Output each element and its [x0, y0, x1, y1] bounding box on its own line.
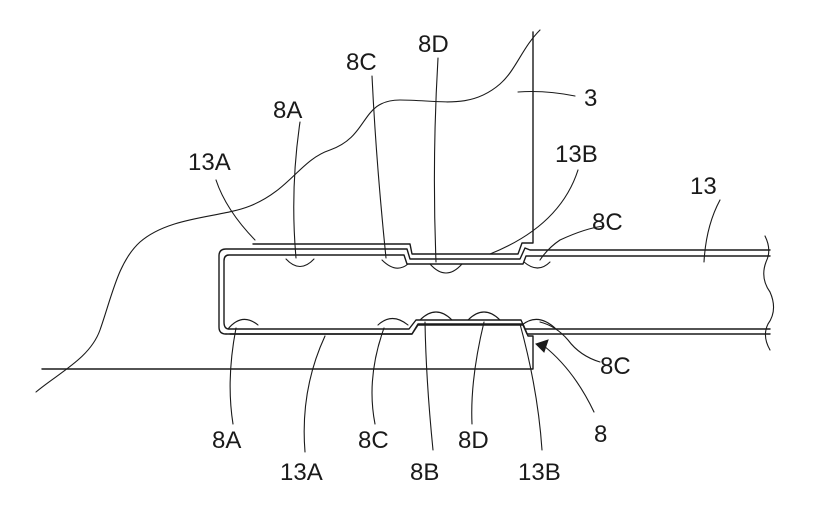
label-13b-top: 13B	[555, 141, 598, 168]
label-13b-bottom: 13B	[518, 459, 561, 486]
label-8a-bottom: 8A	[212, 427, 241, 454]
label-8: 8	[594, 421, 607, 448]
component-3-outline	[42, 32, 533, 369]
label-8d-top: 8D	[418, 31, 449, 58]
label-8c-top: 8C	[346, 49, 377, 76]
label-3: 3	[584, 85, 597, 112]
terminal-8	[219, 248, 770, 334]
label-8c-right-top: 8C	[592, 209, 623, 236]
section-break-line	[36, 30, 540, 392]
label-13a-bottom: 13A	[280, 459, 323, 486]
label-8b: 8B	[410, 459, 439, 486]
label-13a-top: 13A	[188, 149, 231, 176]
contact-bumps	[228, 259, 556, 329]
label-8a-top: 8A	[273, 97, 302, 124]
label-8c-right-bottom: 8C	[600, 353, 631, 380]
arrowhead-icon	[536, 340, 548, 352]
label-8d-bottom: 8D	[458, 427, 489, 454]
member-13-break	[764, 236, 774, 350]
label-8c-bottom: 8C	[358, 427, 389, 454]
label-13: 13	[690, 173, 717, 200]
